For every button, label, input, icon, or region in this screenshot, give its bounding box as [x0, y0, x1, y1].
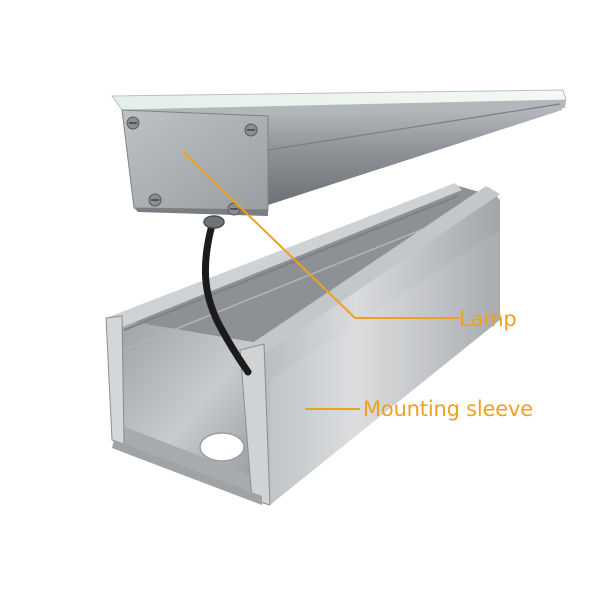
lamp-label: Lamp: [459, 307, 517, 331]
screw-icon: [126, 116, 140, 130]
callout-lines: [182, 151, 459, 410]
mounting-hole: [199, 432, 245, 462]
mounting-sleeve-label: Mounting sleeve: [363, 397, 533, 421]
screw-icon: [244, 123, 258, 137]
screw-icon: [227, 202, 241, 216]
mounting-sleeve: [105, 183, 500, 506]
power-cable: [201, 221, 252, 376]
screw-icon: [148, 193, 162, 207]
lamp: [111, 89, 567, 216]
lamp-callout-line: [182, 151, 459, 319]
